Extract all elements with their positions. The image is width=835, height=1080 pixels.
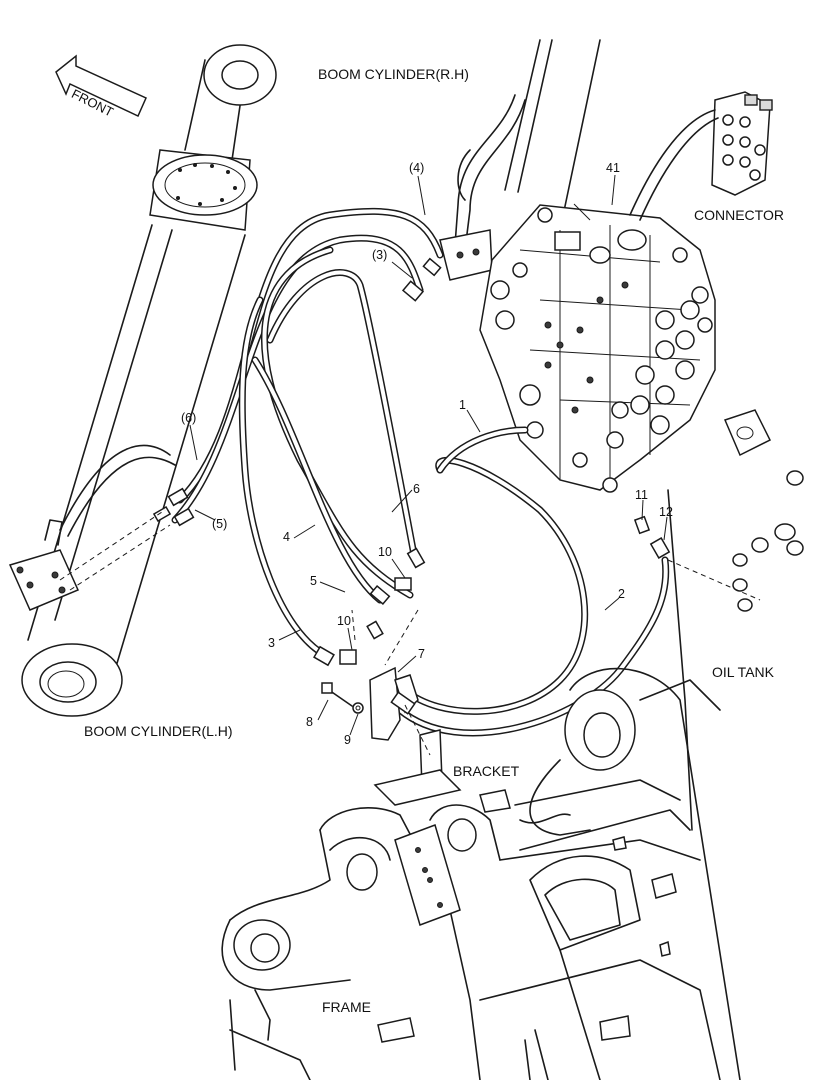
boom-cylinder-rh (439, 39, 601, 281)
callout-4-paren: (4) (409, 161, 425, 175)
hose-assemblies (171, 207, 670, 737)
callout-6: 6 (413, 482, 420, 496)
callout-10-lower: 10 (337, 614, 351, 628)
frame (221, 667, 741, 1080)
callout-6-paren: (6) (181, 411, 197, 425)
connector-label: CONNECTOR (694, 207, 784, 223)
callout-10-upper: 10 (378, 545, 392, 559)
boom-cylinder-lh (8, 44, 277, 717)
boom-cylinder-rh-label: BOOM CYLINDER(R.H) (318, 66, 469, 82)
hose-fittings (59, 257, 671, 667)
callout-1: 1 (459, 398, 466, 412)
connector-block (629, 91, 773, 221)
front-arrow-icon (55, 54, 147, 118)
oil-tank-fittings (667, 409, 804, 831)
bracket-label: BRACKET (453, 763, 520, 779)
callout-2: 2 (618, 587, 625, 601)
oil-tank-label: OIL TANK (712, 664, 774, 680)
frame-label: FRAME (322, 999, 371, 1015)
frame-bracket (373, 704, 462, 806)
callout-8: 8 (306, 715, 313, 729)
callout-12: 12 (659, 505, 673, 519)
callout-3: 3 (268, 636, 275, 650)
callout-11: 11 (635, 488, 648, 502)
bracket-assembly (321, 666, 419, 741)
callout-7: 7 (418, 647, 425, 661)
callout-3-paren: (3) (372, 248, 388, 262)
main-control-valve (479, 204, 716, 493)
callout-5: 5 (310, 574, 317, 588)
callout-5-paren: (5) (212, 517, 228, 531)
callout-41: 41 (606, 161, 620, 175)
callout-9: 9 (344, 733, 351, 747)
callout-4: 4 (283, 530, 290, 544)
leader-lines (189, 174, 668, 736)
boom-cylinder-lh-label: BOOM CYLINDER(L.H) (84, 723, 233, 739)
